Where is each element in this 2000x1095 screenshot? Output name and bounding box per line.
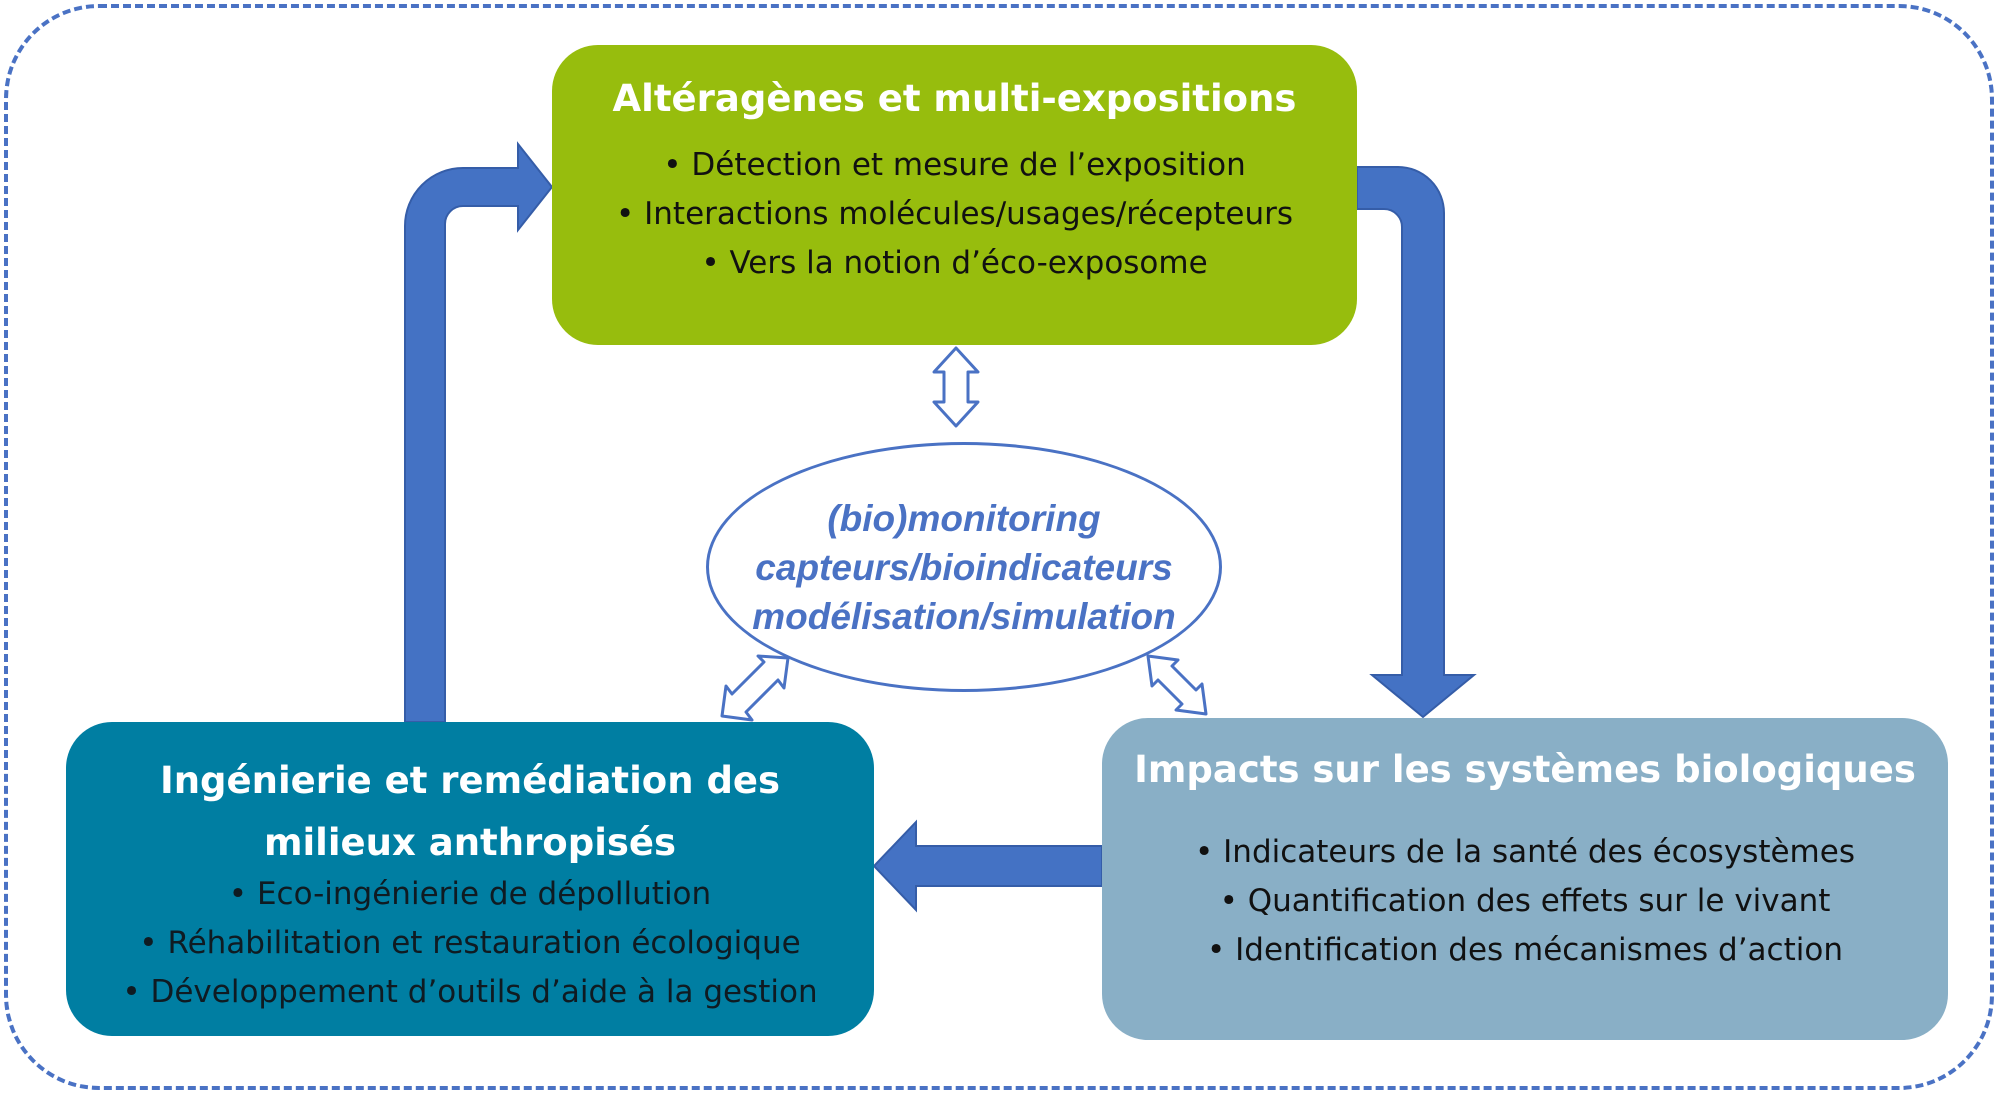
dashed-frame xyxy=(4,4,1994,1090)
top-box-item: Détection et mesure de l’exposition xyxy=(552,141,1357,190)
arrow-top-to-right xyxy=(1356,166,1477,719)
top-box-item: Interactions molécules/usages/récepteurs xyxy=(552,190,1357,239)
left-box-title-line1: Ingénierie et remédiation des xyxy=(159,759,781,802)
right-box-item: Identification des mécanismes d’action xyxy=(1102,926,1948,975)
right-box-impacts: Impacts sur les systèmes biologiques Ind… xyxy=(1102,718,1948,1040)
arrow-right-to-left xyxy=(872,819,1103,913)
arrow-left-to-top xyxy=(404,141,554,723)
top-box-item: Vers la notion d’éco-exposome xyxy=(552,239,1357,288)
right-box-title: Impacts sur les systèmes biologiques xyxy=(1134,748,1916,791)
center-line-capteurs: capteurs/bioindicateurs xyxy=(755,546,1173,588)
top-box-title: Altéragènes et multi-expositions xyxy=(612,77,1297,120)
left-box-item: Eco-ingénierie de dépollution xyxy=(66,870,874,919)
top-box-list: Détection et mesure de l’exposition Inte… xyxy=(552,141,1357,288)
top-box-alteragenes: Altéragènes et multi-expositions Détecti… xyxy=(552,45,1357,345)
left-box-item: Réhabilitation et restauration écologiqu… xyxy=(66,919,874,968)
center-line-biomonitoring: (bio)monitoring xyxy=(827,497,1101,539)
right-box-item: Quantification des effets sur le vivant xyxy=(1102,877,1948,926)
double-arrow-top xyxy=(932,346,980,428)
double-arrow-left xyxy=(720,654,790,722)
right-box-item: Indicateurs de la santé des écosystèmes xyxy=(1102,828,1948,877)
double-arrow-right xyxy=(1146,654,1208,716)
left-box-item: Développement d’outils d’aide à la gesti… xyxy=(66,968,874,1017)
right-box-list: Indicateurs de la santé des écosystèmes … xyxy=(1102,828,1948,975)
center-oval-monitoring: (bio)monitoring capteurs/bioindicateurs … xyxy=(706,442,1222,692)
left-box-list: Eco-ingénierie de dépollution Réhabilita… xyxy=(66,870,874,1017)
center-line-modelisation: modélisation/simulation xyxy=(752,595,1176,637)
left-box-title-line2: milieux anthropisés xyxy=(263,821,677,864)
left-box-ingenierie: Ingénierie et remédiation des milieux an… xyxy=(66,722,874,1036)
